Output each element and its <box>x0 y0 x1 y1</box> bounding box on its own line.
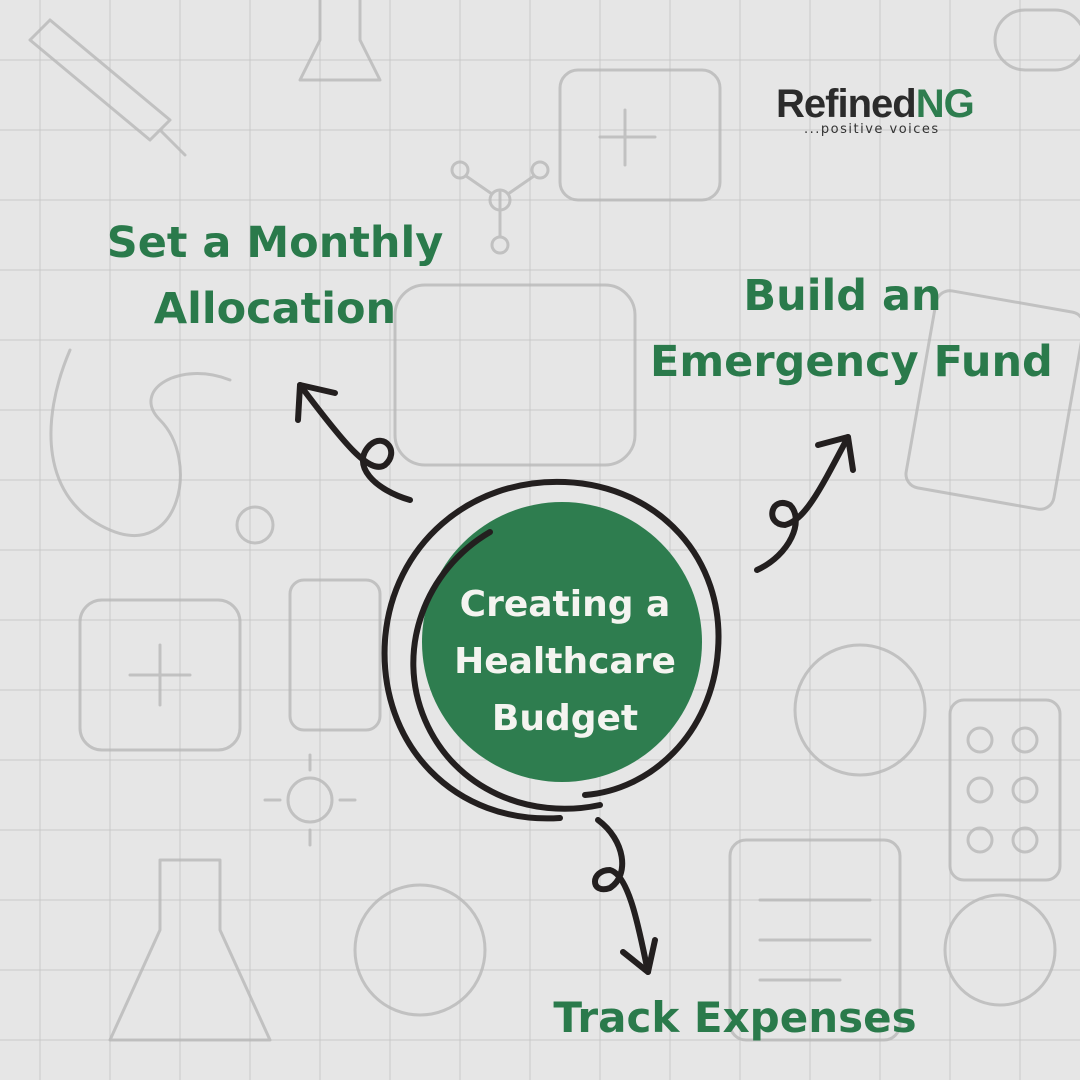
branch-emergency-line-2: Emergency Fund <box>650 337 1053 387</box>
branch-emergency-line-1: Build an <box>743 271 942 321</box>
center-label: Creating a Healthcare Budget <box>430 576 700 747</box>
arrow-emergency <box>754 434 856 573</box>
center-ring-inner <box>410 529 603 812</box>
center-ring-outer <box>381 478 722 822</box>
center-disc <box>422 502 702 782</box>
branch-label-track: Track Expenses <box>550 985 920 1051</box>
arrow-monthly <box>295 382 413 503</box>
brand-name-accent: NG <box>915 82 975 126</box>
center-label-line-2: Healthcare <box>454 641 676 682</box>
brand-name-primary: Refined <box>776 82 917 126</box>
brand-tagline: ...positive voices <box>804 122 940 137</box>
branch-track-line-1: Track Expenses <box>553 993 917 1042</box>
branch-monthly-line-1: Set a Monthly <box>106 218 444 268</box>
arrow-track <box>592 817 658 975</box>
branch-monthly-line-2: Allocation <box>153 284 397 334</box>
branch-label-monthly: Set a Monthly Allocation <box>95 210 455 342</box>
center-label-line-1: Creating a <box>459 584 671 625</box>
center-label-line-3: Budget <box>491 698 639 739</box>
branch-label-emergency: Build an Emergency Fund <box>650 263 1053 395</box>
